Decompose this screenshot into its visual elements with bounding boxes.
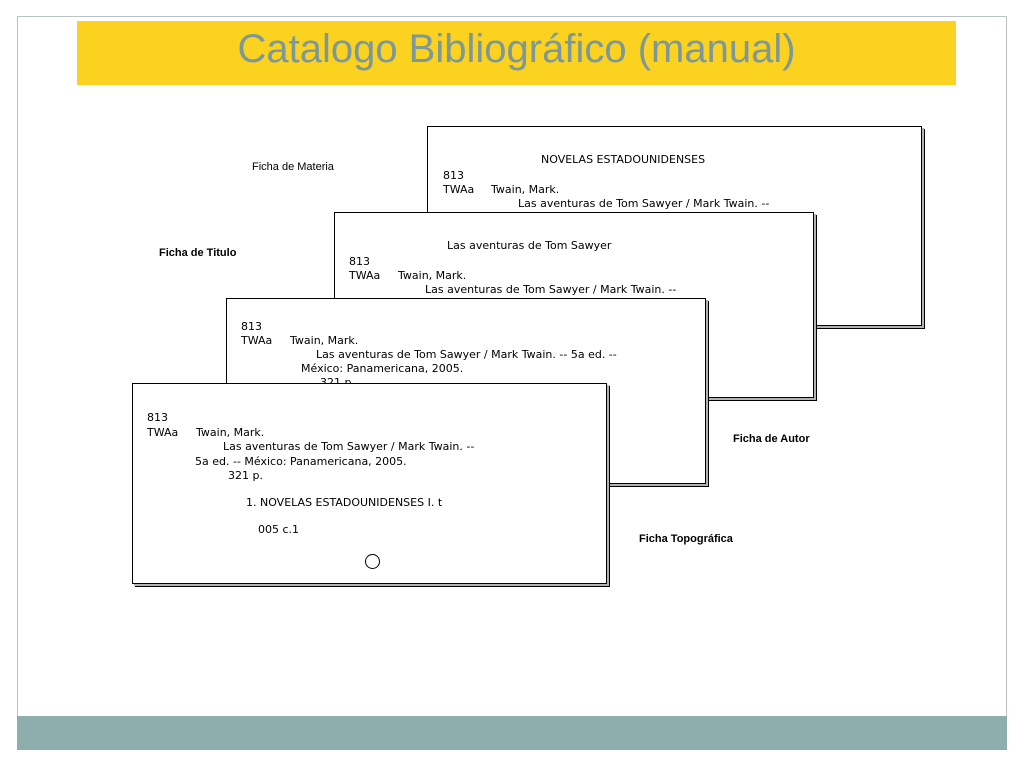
title-statement: Las aventuras de Tom Sawyer / Mark Twain… [316, 348, 617, 361]
label-ficha-topografica: Ficha Topográfica [639, 533, 733, 545]
class-number: 813 [147, 411, 168, 424]
punch-hole-icon [365, 554, 380, 569]
card-topografica: 813 TWAa Twain, Mark. Las aventuras de T… [132, 383, 607, 584]
title-statement: Las aventuras de Tom Sawyer / Mark Twain… [518, 197, 770, 210]
title-bar: Catalogo Bibliográfico (manual) [77, 21, 956, 85]
label-ficha-autor: Ficha de Autor [733, 433, 810, 445]
footer-bar [17, 716, 1007, 750]
title-statement: Las aventuras de Tom Sawyer / Mark Twain… [223, 440, 475, 453]
cutter-number: TWAa [241, 334, 273, 347]
cutter-number: TWAa [147, 426, 179, 439]
imprint: México: Panamericana, 2005. [301, 362, 464, 375]
author-name: Twain, Mark. [398, 269, 467, 282]
copy-number: 005 c.1 [258, 523, 300, 536]
label-ficha-materia: Ficha de Materia [252, 161, 334, 173]
card-heading: NOVELAS ESTADOUNIDENSES [541, 153, 706, 166]
pages: 321 p. [228, 469, 263, 482]
class-number: 813 [349, 255, 370, 268]
class-number: 813 [443, 169, 464, 182]
cutter-number: TWAa [349, 269, 381, 282]
author-name: Twain, Mark. [491, 183, 560, 196]
card-heading: Las aventuras de Tom Sawyer [447, 239, 612, 252]
author-name: Twain, Mark. [196, 426, 265, 439]
edition-imprint: 5a ed. -- México: Panamericana, 2005. [195, 455, 407, 468]
author-name: Twain, Mark. [290, 334, 359, 347]
cutter-number: TWAa [443, 183, 475, 196]
tracings: 1. NOVELAS ESTADOUNIDENSES I. t [246, 496, 443, 509]
class-number: 813 [241, 320, 262, 333]
label-ficha-titulo: Ficha de Titulo [159, 247, 237, 259]
page-title: Catalogo Bibliográfico (manual) [237, 27, 796, 71]
title-statement: Las aventuras de Tom Sawyer / Mark Twain… [425, 283, 677, 296]
